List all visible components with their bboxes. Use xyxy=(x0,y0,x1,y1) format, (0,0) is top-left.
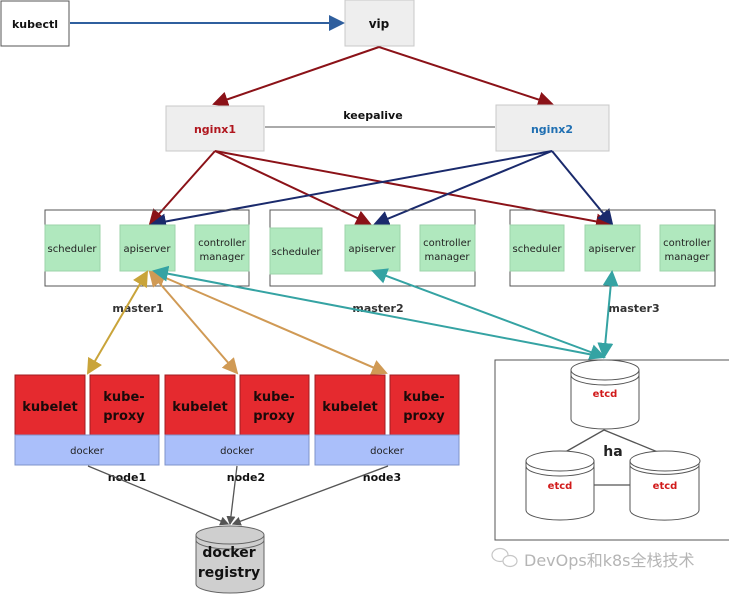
etcd-member-3-label: etcd xyxy=(653,481,678,492)
node1-docker[interactable] xyxy=(14,434,160,466)
node1-to-registry-link xyxy=(87,465,230,526)
master1-group[interactable]: scheduler apiserver controller manager xyxy=(44,209,250,287)
node3-label: node3 xyxy=(363,471,401,484)
node2-docker-label: docker xyxy=(220,446,255,457)
etcd-member-1[interactable]: etcd xyxy=(570,359,640,430)
master3-scheduler[interactable] xyxy=(509,224,565,272)
apiserver1-to-node2-link xyxy=(148,270,239,375)
vip-to-nginx2-arrow xyxy=(378,46,554,108)
node2-kubelet-label: kubelet xyxy=(172,400,228,415)
master2-apiserver[interactable] xyxy=(344,224,401,272)
master3-apiserver[interactable] xyxy=(584,224,641,272)
watermark: DevOps和k8s全栈技术 xyxy=(491,547,695,570)
node2-label: node2 xyxy=(227,471,265,484)
vip-label: vip xyxy=(369,17,390,31)
etcd-to-apiserver1-link xyxy=(152,265,605,358)
master1-apiserver-label: apiserver xyxy=(124,244,172,255)
master3-controller-manager[interactable] xyxy=(659,224,715,272)
kubectl-box[interactable]: kubectl xyxy=(0,0,70,47)
node3-kubelet[interactable] xyxy=(314,374,386,436)
node1-label: node1 xyxy=(108,471,146,484)
master2-scheduler-label: scheduler xyxy=(272,247,322,258)
master1-controller-manager[interactable] xyxy=(194,224,250,272)
node2-kube-proxy[interactable] xyxy=(239,374,310,436)
master2-cm-label-2: manager xyxy=(425,252,471,263)
node2-proxy-label-2: proxy xyxy=(253,409,295,424)
node3-to-registry-link xyxy=(231,465,389,526)
etcd-member-3[interactable]: etcd xyxy=(629,450,701,521)
ha-label: ha xyxy=(603,444,622,460)
node3-docker[interactable] xyxy=(314,434,460,466)
master1-scheduler[interactable] xyxy=(44,224,101,272)
master1-label: master1 xyxy=(112,302,163,315)
node3-proxy-label-2: proxy xyxy=(403,409,445,424)
master1-cm-label-1: controller xyxy=(198,238,247,249)
etcd-to-apiserver2-link xyxy=(371,268,606,360)
nginx2-box[interactable]: nginx2 xyxy=(495,104,610,152)
node2-to-registry-link xyxy=(226,465,238,526)
nginx2-label: nginx2 xyxy=(531,123,573,136)
etcd-member-1-label: etcd xyxy=(593,389,618,400)
etcd-member-2-label: etcd xyxy=(548,481,573,492)
registry-label-2: registry xyxy=(198,565,260,581)
node2-kubelet[interactable] xyxy=(164,374,236,436)
node3-proxy-label-1: kube- xyxy=(403,390,444,405)
node3-kubelet-label: kubelet xyxy=(322,400,378,415)
registry-label-1: docker xyxy=(202,545,255,561)
node3-group[interactable]: kubelet kube- proxy docker xyxy=(314,374,460,466)
node3-docker-label: docker xyxy=(370,446,405,457)
master2-apiserver-label: apiserver xyxy=(349,244,397,255)
nginx2-to-apiserver2 xyxy=(373,150,553,227)
master1-scheduler-label: scheduler xyxy=(48,244,98,255)
master3-scheduler-label: scheduler xyxy=(513,244,563,255)
node3-kube-proxy[interactable] xyxy=(389,374,460,436)
node1-proxy-label-1: kube- xyxy=(103,390,144,405)
master3-cm-label-2: manager xyxy=(665,252,711,263)
etcd-cluster[interactable]: ha etcd etcd etcd xyxy=(494,359,729,541)
apiserver1-to-node1-link xyxy=(86,270,149,375)
kubectl-label: kubectl xyxy=(12,18,58,31)
nginx1-arrows xyxy=(148,150,612,230)
nginx2-arrows xyxy=(150,150,614,230)
node2-docker[interactable] xyxy=(164,434,310,466)
node1-docker-label: docker xyxy=(70,446,105,457)
nginx1-to-apiserver3 xyxy=(214,150,612,230)
master2-scheduler[interactable] xyxy=(269,227,323,275)
apiserver1-to-node3-link xyxy=(150,270,388,375)
master3-group[interactable]: scheduler apiserver controller manager xyxy=(509,209,716,287)
master3-apiserver-label: apiserver xyxy=(589,244,637,255)
master2-cm-label-1: controller xyxy=(423,238,472,249)
master3-label: master3 xyxy=(608,302,659,315)
node1-kube-proxy[interactable] xyxy=(89,374,160,436)
etcd-member-2[interactable]: etcd xyxy=(525,450,595,521)
docker-registry[interactable]: docker registry xyxy=(195,525,265,594)
nginx1-label: nginx1 xyxy=(194,123,236,136)
wechat-icon xyxy=(491,547,518,568)
master2-group[interactable]: scheduler apiserver controller manager xyxy=(269,209,476,287)
vip-box[interactable]: vip xyxy=(344,0,415,47)
nginx1-to-apiserver1 xyxy=(148,150,216,226)
node1-kubelet-label: kubelet xyxy=(22,400,78,415)
node1-kubelet[interactable] xyxy=(14,374,86,436)
nginx2-to-apiserver3 xyxy=(551,150,614,226)
node2-proxy-label-1: kube- xyxy=(253,390,294,405)
nginx2-to-apiserver1 xyxy=(150,150,553,230)
etcd-to-apiserver3-link xyxy=(597,270,619,359)
node1-group[interactable]: kubelet kube- proxy docker xyxy=(14,374,160,466)
watermark-text: DevOps和k8s全栈技术 xyxy=(524,551,695,570)
master3-cm-label-1: controller xyxy=(663,238,712,249)
master1-cm-label-2: manager xyxy=(200,252,246,263)
node2-group[interactable]: kubelet kube- proxy docker xyxy=(164,374,310,466)
node1-proxy-label-2: proxy xyxy=(103,409,145,424)
nginx1-to-apiserver2 xyxy=(214,150,372,226)
vip-to-nginx1-arrow xyxy=(212,46,380,107)
master2-controller-manager[interactable] xyxy=(419,224,476,272)
master1-apiserver[interactable] xyxy=(119,224,176,272)
etcd-link-1-3 xyxy=(603,429,666,456)
keepalive-label: keepalive xyxy=(343,109,402,122)
nginx1-box[interactable]: nginx1 xyxy=(165,105,265,152)
